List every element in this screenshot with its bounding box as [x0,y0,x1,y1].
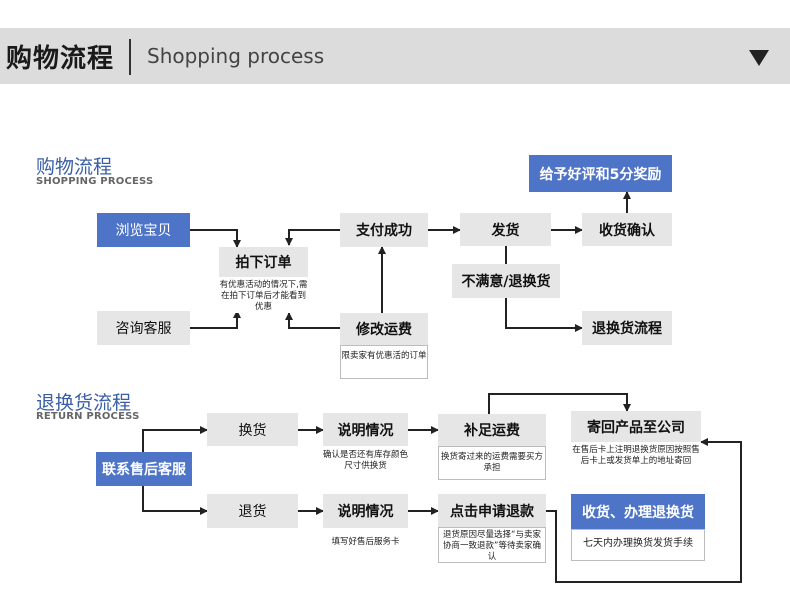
exchange-box: 换货 [207,413,298,446]
supplement-shipping-box: 补足运费 [438,414,546,446]
apply-refund-box: 点击申请退款 [438,494,546,527]
place-order-box: 拍下订单 [219,247,308,277]
connector-contact-to-exchange [142,426,208,452]
connector-pay-to-order [285,229,340,246]
connector-browse-to-order [190,229,241,248]
receive-handle-return-box: 收货、办理退换货 [571,494,705,529]
place-order-note: 有优惠活动的情况下,需在拍下订单后才能看到优惠 [219,277,308,313]
refund-box: 退货 [207,494,298,528]
return-section-title: 退换货流程 [36,392,132,414]
shopping-section-subtitle: SHOPPING PROCESS [36,176,154,187]
contact-after-sales-box: 联系售后客服 [96,452,192,486]
consult-service-box: 咨询客服 [97,311,190,345]
apply-refund-note: 退货原因尽量选择“与卖家协商一致退款”等待卖家确认 [438,527,546,563]
confirm-receipt-box: 收货确认 [582,213,672,246]
explain-situation-exchange-note: 确认是否还有库存颜色尺寸供换货 [323,446,408,480]
page-subtitle: Shopping process [147,44,325,68]
modify-shipping-box: 修改运费 [340,313,428,345]
explain-situation-exchange-box: 说明情况 [323,413,408,446]
connector-modify-to-order [285,312,340,329]
page-title: 购物流程 [6,44,115,74]
header-bar: 购物流程 Shopping process [0,28,790,84]
ship-box: 发货 [460,213,551,246]
connector-consult-to-order [190,310,241,329]
connector-unsatisfied-to-return [505,298,583,332]
explain-situation-refund-box: 说明情况 [323,494,408,528]
good-review-box: 给予好评和5分奖励 [529,155,672,192]
payment-success-box: 支付成功 [340,213,428,247]
supplement-shipping-note: 换货寄过来的运费需要买方承担 [438,446,546,480]
return-process-box: 退换货流程 [582,311,672,345]
receive-handle-return-note: 七天内办理换货发货手续 [571,529,705,561]
shopping-section-title: 购物流程 [36,156,113,178]
send-back-box: 寄回产品至公司 [571,411,701,442]
unsatisfied-box: 不满意/退换货 [452,264,560,298]
return-section-subtitle: RETURN PROCESS [36,411,140,422]
header-divider [129,39,131,75]
chevron-down-icon[interactable] [749,50,769,66]
send-back-note: 在售后卡上注明退换货原因按照售后卡上或发货单上的地址寄回 [571,442,701,482]
modify-shipping-note: 限卖家有优惠活的订单 [340,345,428,379]
browse-products-box: 浏览宝贝 [97,213,190,247]
explain-situation-refund-note: 填写好售后服务卡 [323,528,408,558]
connector-contact-to-refund [142,486,208,515]
